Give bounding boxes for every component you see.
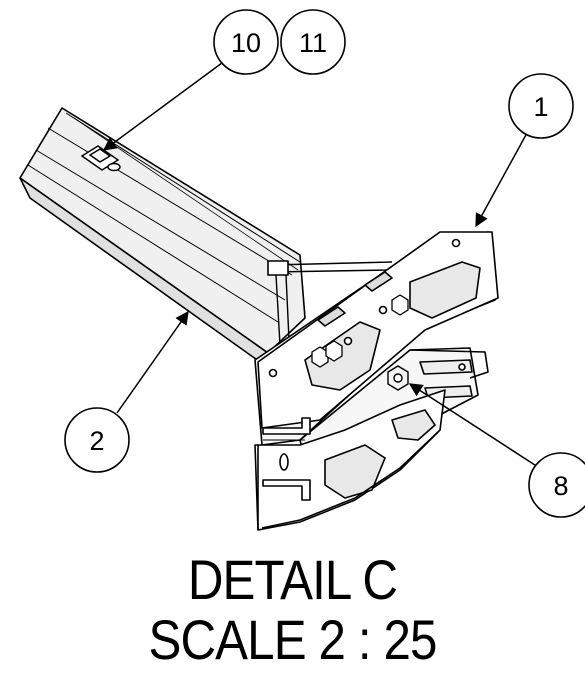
beam-part-2 bbox=[19, 107, 306, 363]
balloon-1-label: 1 bbox=[533, 92, 548, 122]
bracket-part-1 bbox=[254, 231, 499, 531]
balloon-11-label: 11 bbox=[299, 28, 327, 58]
beam-edge-line bbox=[35, 149, 286, 301]
nut bbox=[88, 148, 112, 163]
slot-tab bbox=[317, 306, 346, 327]
hex-nut bbox=[391, 294, 409, 316]
scale-label: SCALE 2 : 25 bbox=[148, 608, 437, 671]
balloon-10: 10 bbox=[213, 9, 279, 75]
nut-center bbox=[393, 373, 403, 383]
detail-title: DETAIL C bbox=[187, 548, 398, 611]
bolt-cluster bbox=[311, 294, 409, 368]
guard-cutout bbox=[391, 409, 436, 441]
cross-rod bbox=[271, 261, 393, 266]
vertical-post bbox=[275, 274, 281, 346]
plate-hole bbox=[451, 238, 461, 248]
balloon-8: 8 bbox=[528, 452, 585, 518]
plate-hole bbox=[378, 305, 388, 315]
angle-bracket bbox=[262, 417, 311, 435]
pin bbox=[279, 453, 289, 471]
arm-hole bbox=[458, 363, 466, 371]
guard-rim bbox=[261, 431, 439, 529]
leader-lines bbox=[102, 59, 539, 468]
hex-nut bbox=[311, 346, 329, 368]
balloon-10-label: 10 bbox=[231, 28, 261, 58]
beam-edge-line bbox=[27, 164, 279, 323]
beam-body bbox=[19, 107, 306, 354]
plate-cutout bbox=[409, 261, 481, 319]
leader-8 bbox=[408, 383, 539, 468]
balloon-2-label: 2 bbox=[89, 426, 104, 456]
guard-cutout bbox=[324, 444, 386, 499]
leader-10 bbox=[102, 59, 227, 151]
vertical-post bbox=[285, 274, 290, 341]
bolt-part-8 bbox=[387, 365, 409, 391]
slot-tab bbox=[364, 271, 393, 292]
angle-bracket bbox=[262, 479, 311, 501]
leader-1 bbox=[475, 132, 528, 228]
bolt-assembly-10-11 bbox=[80, 145, 121, 172]
hex-nut bbox=[325, 340, 343, 362]
plate-hole bbox=[268, 368, 278, 378]
cross-rod bbox=[271, 269, 391, 273]
balloon-1: 1 bbox=[508, 73, 574, 139]
plate-hole bbox=[343, 336, 353, 346]
balloon-2: 2 bbox=[64, 407, 130, 473]
leader-2 bbox=[116, 310, 189, 414]
rod-clamp bbox=[267, 260, 289, 276]
bolt-tip bbox=[107, 162, 121, 172]
lower-arm-edge bbox=[409, 349, 489, 379]
balloon-8-label: 8 bbox=[553, 471, 568, 501]
arm-slot bbox=[419, 359, 473, 375]
balloon-11: 11 bbox=[280, 9, 346, 75]
